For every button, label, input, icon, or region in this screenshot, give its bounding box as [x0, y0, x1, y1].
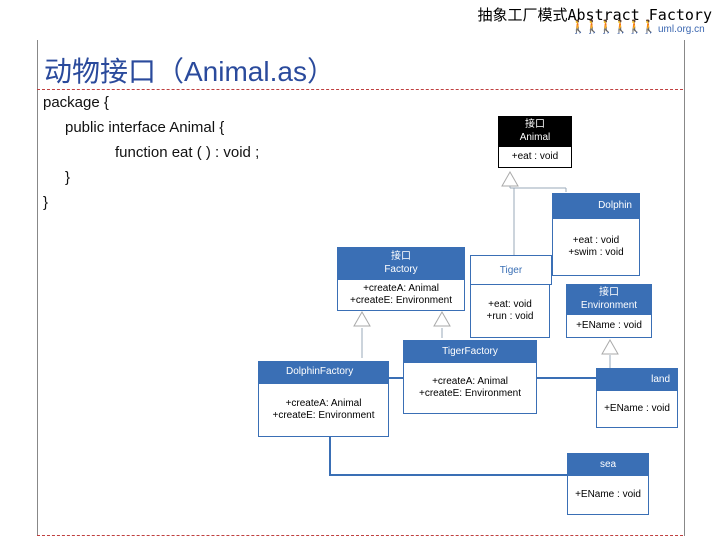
- land-name: land: [651, 373, 670, 385]
- content-frame: [37, 40, 685, 536]
- slide-header: 抽象工厂模式Abstract Factory: [477, 6, 713, 24]
- dolphinfactory-op-createa: +createA: Animal: [285, 398, 362, 409]
- animal-ops: +eat : void: [511, 151, 559, 162]
- dolphin-op-eat: +eat : void: [572, 235, 620, 246]
- sea-name: sea: [599, 458, 617, 470]
- environment-stereotype: 接口: [599, 287, 619, 298]
- factory-name: Factory: [384, 264, 418, 275]
- environment-interface-body: +EName : void: [566, 314, 652, 338]
- dolphin-class-header: Dolphin: [552, 193, 640, 218]
- tiger-op-eat: +eat: void: [488, 299, 532, 310]
- tigerfactory-class-body: +createA: Animal +createE: Environment: [403, 362, 537, 414]
- realize-animal-arrow: [501, 170, 519, 187]
- code-line-package: package {: [43, 94, 109, 111]
- factory-interface-body: +createA: Animal +createE: Environment: [337, 279, 465, 311]
- sea-class-body: +EName : void: [567, 475, 649, 515]
- tiger-op-run: +run : void: [486, 311, 534, 322]
- dolphinfactory-to-sea: [329, 435, 567, 476]
- tigerfactory-name: TigerFactory: [442, 345, 498, 357]
- land-ops: +EName : void: [604, 403, 670, 414]
- code-line-interface: public interface Animal {: [65, 119, 225, 136]
- dolphin-name: Dolphin: [598, 200, 632, 211]
- animal-interface-header: 接口 Animal: [498, 116, 572, 146]
- environment-ops: +EName : void: [576, 320, 642, 331]
- tiger-class-header: Tiger: [470, 255, 552, 285]
- animal-stereotype: 接口: [525, 119, 545, 130]
- dolphinfactory-op-createe: +createE: Environment: [272, 410, 375, 421]
- code-line-close-package: }: [43, 194, 49, 211]
- dolphinfactory-class-body: +createA: Animal +createE: Environment: [258, 383, 389, 437]
- code-line-close-interface: }: [65, 169, 71, 186]
- logo-site: uml.org.cn: [658, 24, 705, 35]
- factory-stereotype: 接口: [391, 251, 411, 262]
- tigerfactory-class-header: TigerFactory: [403, 340, 537, 362]
- environment-name: Environment: [580, 300, 638, 311]
- animal-interface-body: +eat : void: [498, 146, 572, 168]
- top-divider: [37, 89, 683, 90]
- factory-interface-header: 接口 Factory: [337, 247, 465, 279]
- tiger-name: Tiger: [499, 264, 523, 276]
- realize-factory-arrow-left: [353, 310, 371, 327]
- tigerfactory-op-createe: +createE: Environment: [419, 388, 521, 399]
- dolphinfactory-name: DolphinFactory: [286, 366, 354, 377]
- dolphin-class-body: +eat : void +swim : void: [552, 218, 640, 276]
- land-class-body: +EName : void: [596, 390, 678, 428]
- land-class-header: land: [596, 368, 678, 390]
- bottom-divider: [37, 535, 683, 536]
- realize-environment-arrow: [601, 338, 619, 355]
- animal-name: Animal: [519, 132, 551, 143]
- uml-logo: 🚶🚶🚶🚶🚶🚶 uml.org.cn: [570, 20, 710, 42]
- page-title: 动物接口（Animal.as）: [44, 56, 335, 87]
- sea-ops: +EName : void: [575, 489, 641, 500]
- tiger-class-body: +eat: void +run : void: [470, 284, 550, 338]
- tigerfactory-op-createa: +createA: Animal: [432, 376, 508, 387]
- factory-op-createa: +createA: Animal: [363, 283, 439, 294]
- sea-class-header: sea: [567, 453, 649, 475]
- dolphin-op-swim: +swim : void: [568, 247, 624, 258]
- factory-op-createe: +createE: Environment: [350, 295, 452, 306]
- environment-interface-header: 接口 Environment: [566, 284, 652, 314]
- realize-factory-arrow-right: [433, 310, 451, 327]
- dolphinfactory-class-header: DolphinFactory: [258, 361, 389, 383]
- code-line-function: function eat ( ) : void ;: [115, 144, 260, 161]
- logo-figures-icon: 🚶🚶🚶🚶🚶🚶: [570, 20, 657, 35]
